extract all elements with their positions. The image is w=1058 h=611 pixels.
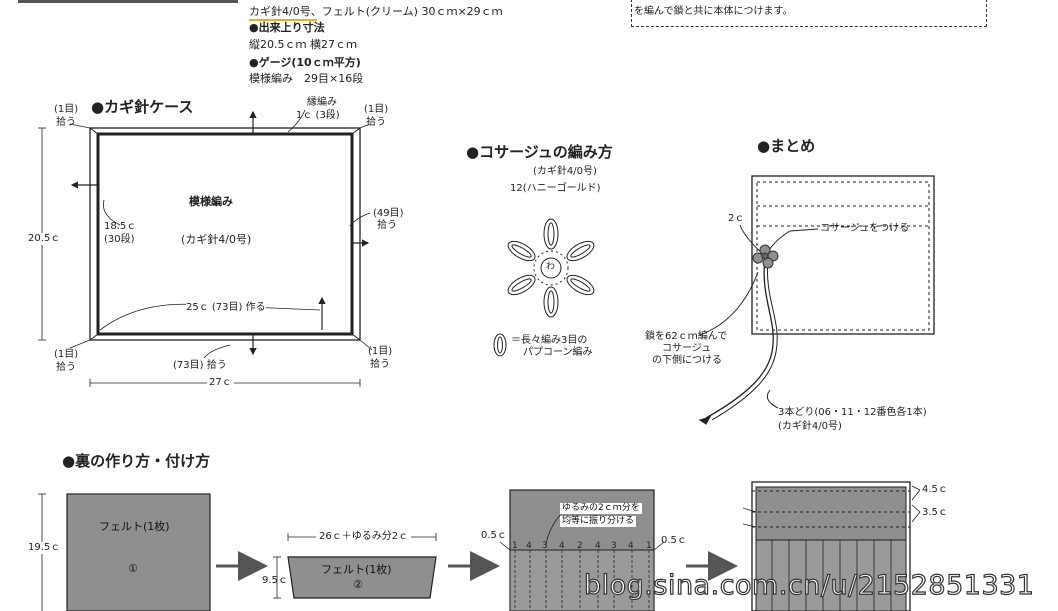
- case-title: ●カギ針ケース: [91, 98, 194, 116]
- case-height: 20.5ｃ: [28, 233, 61, 245]
- case-frame: [89, 127, 361, 341]
- corner-bl-2: 拾う: [56, 362, 76, 373]
- pocket-number: 3: [611, 541, 617, 551]
- finish-chain-1: 鎖を62ｃｍ編んで: [645, 331, 728, 342]
- margin-left: 0.5ｃ: [481, 530, 507, 541]
- gauge-heading: ●ゲージ(10ｃｍ平方): [249, 56, 361, 69]
- finish-panel: [698, 175, 935, 425]
- corner-tl-2: 拾う: [56, 117, 76, 128]
- corner-tr: (1目): [364, 104, 389, 115]
- felt2-width: 26ｃ＋ゆるみ分2ｃ: [316, 531, 412, 543]
- lining-title: ●裏の作り方・付け方: [62, 452, 211, 470]
- materials-line: カギ針4/0号、フェルト(クリーム) 30ｃｍ×29ｃｍ: [249, 5, 503, 18]
- bottom-chain: 25ｃ (73目) 作る: [186, 302, 266, 314]
- finish-title: ●まとめ: [757, 137, 816, 155]
- corsage-hook: (カギ針4/0号): [533, 166, 597, 177]
- edging-label: 縁編み: [307, 97, 337, 108]
- pocket-number: 1: [512, 541, 518, 551]
- corsage-chart: [493, 218, 595, 357]
- corner-tl: (1目): [54, 104, 79, 115]
- finish-chain-3: の下側につける: [652, 355, 722, 366]
- case-center-hook: (カギ針4/0号): [181, 233, 252, 246]
- margin-right: 0.5ｃ: [661, 535, 687, 546]
- pocket-number: 3: [542, 541, 548, 551]
- finish-two-c: 2ｃ: [728, 213, 745, 224]
- right-pick-2: 拾う: [377, 220, 397, 231]
- case-center-pattern: 模様編み: [189, 195, 233, 208]
- size-heading: ●出来上り寸法: [249, 21, 325, 34]
- pocket-number: 4: [526, 541, 532, 551]
- right-pick: (49目): [373, 208, 404, 219]
- left-inner-2: (30段): [104, 234, 135, 245]
- pocket-number: 4: [595, 541, 601, 551]
- felt2-height: 9.5ｃ: [262, 575, 288, 586]
- gauge-value: 模様編み 29目×16段: [249, 72, 364, 85]
- corner-tr-2: 拾う: [366, 117, 386, 128]
- pocket-number: 2: [577, 541, 583, 551]
- felt2-label: フェルト(1枚): [321, 563, 392, 576]
- corsage-color: 12(ハニーゴールド): [510, 183, 601, 194]
- felt1-label: フェルト(1枚): [99, 520, 170, 533]
- note-line: を編んで鎖と共に本体につけます。: [634, 6, 793, 17]
- corsage-title: ●コサージュの編み方: [466, 143, 613, 161]
- slack-1: ゆるみの2ｃｍ分を: [560, 503, 642, 514]
- corner-br-2: 拾う: [370, 359, 390, 370]
- finish-cord-2: (カギ針4/0号): [778, 421, 842, 432]
- corsage-ring: わ: [546, 262, 556, 272]
- felt1-height: 19.5ｃ: [28, 542, 61, 554]
- dim-top: 4.5ｃ: [922, 484, 948, 495]
- size-value: 縦20.5ｃｍ 横27ｃｍ: [249, 38, 357, 51]
- pocket-number: 1: [646, 541, 652, 551]
- corner-br: (1目): [368, 346, 393, 357]
- pocket-number: 4: [559, 541, 565, 551]
- felt1-num: ①: [128, 562, 138, 575]
- watermark: blog.sina.com.cn/u/2152851331: [583, 569, 1035, 601]
- felt2-num: ②: [353, 578, 363, 591]
- pocket-number: 4: [628, 541, 634, 551]
- materials-underline: [249, 19, 317, 21]
- finish-chain-2: コサージュ: [662, 343, 712, 354]
- note-box: [631, 0, 987, 27]
- corsage-legend-2: パプコーン編み: [523, 347, 593, 358]
- corner-bl: (1目): [54, 349, 79, 360]
- top-photo-strip: [18, 0, 238, 3]
- slack-2: 均等に振り分ける: [560, 516, 637, 527]
- bottom-pick: (73目) 拾う: [173, 360, 227, 371]
- left-inner: 18.5ｃ: [104, 221, 137, 232]
- corsage-legend-1: ＝長々編み3目の: [511, 335, 588, 346]
- finish-corsage-attach: コサージュをつける: [820, 223, 910, 234]
- edging-rows: 1ｃ (3段): [296, 110, 340, 121]
- finish-cord-1: 3本どり(06・11・12番色各1本): [778, 407, 927, 418]
- dim-mid: 3.5ｃ: [922, 507, 948, 518]
- case-width: 27ｃ: [207, 377, 234, 389]
